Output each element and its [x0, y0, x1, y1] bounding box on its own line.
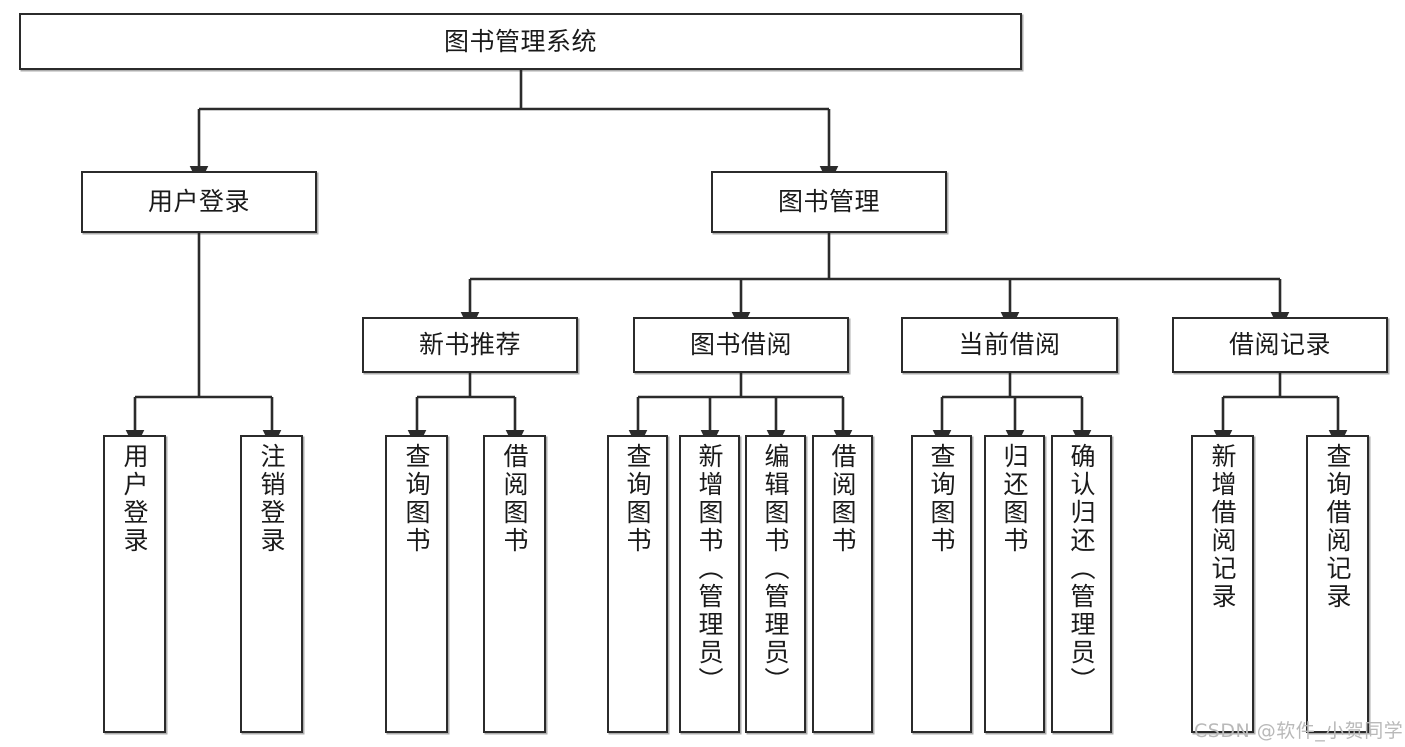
- leaf-add-book[interactable]: 新增图书（管理员）: [679, 435, 740, 733]
- leaf-add-borrow-rec[interactable]: 新增借阅记录: [1191, 435, 1254, 733]
- leaf-query-book-rec-label: 查询图书: [402, 443, 431, 555]
- leaf-confirm-return[interactable]: 确认归还（管理员）: [1051, 435, 1112, 733]
- leaf-query-book-rec[interactable]: 查询图书: [385, 435, 448, 733]
- node-book-borrow[interactable]: 图书借阅: [633, 317, 849, 373]
- leaf-query-book-cur[interactable]: 查询图书: [911, 435, 972, 733]
- leaf-user-login-label: 用户登录: [120, 443, 149, 555]
- leaf-user-logout-label: 注销登录: [257, 443, 286, 555]
- leaf-query-book-cur-label: 查询图书: [927, 443, 956, 555]
- leaf-borrow-book-rec-label: 借阅图书: [500, 443, 529, 555]
- node-book-manage-label: 图书管理: [777, 187, 880, 217]
- leaf-query-borrow-rec-label: 查询借阅记录: [1323, 443, 1352, 611]
- leaf-borrow-book-rec[interactable]: 借阅图书: [483, 435, 546, 733]
- node-book-borrow-label: 图书借阅: [689, 330, 792, 360]
- leaf-user-login[interactable]: 用户登录: [103, 435, 166, 733]
- node-user-login[interactable]: 用户登录: [81, 171, 317, 233]
- leaf-borrow-book-label: 借阅图书: [828, 443, 857, 555]
- leaf-edit-book[interactable]: 编辑图书（管理员）: [745, 435, 806, 733]
- node-current-borrow[interactable]: 当前借阅: [901, 317, 1118, 373]
- leaf-user-logout[interactable]: 注销登录: [240, 435, 303, 733]
- leaf-borrow-book[interactable]: 借阅图书: [812, 435, 873, 733]
- leaf-query-book-borrow[interactable]: 查询图书: [607, 435, 668, 733]
- node-borrow-record[interactable]: 借阅记录: [1172, 317, 1388, 373]
- leaf-return-book[interactable]: 归还图书: [984, 435, 1045, 733]
- leaf-confirm-return-label: 确认归还（管理员）: [1067, 443, 1096, 695]
- leaf-add-borrow-rec-label: 新增借阅记录: [1208, 443, 1237, 611]
- csdn-watermark: CSDN @软件_小贺同学: [1194, 720, 1404, 742]
- leaf-return-book-label: 归还图书: [1000, 443, 1029, 555]
- node-root[interactable]: 图书管理系统: [19, 13, 1022, 70]
- node-borrow-record-label: 借阅记录: [1228, 330, 1331, 360]
- leaf-query-book-borrow-label: 查询图书: [623, 443, 652, 555]
- node-new-book-rec-label: 新书推荐: [418, 330, 521, 360]
- node-user-login-label: 用户登录: [147, 187, 250, 217]
- leaf-edit-book-label: 编辑图书（管理员）: [761, 443, 790, 695]
- node-new-book-rec[interactable]: 新书推荐: [362, 317, 578, 373]
- node-book-manage[interactable]: 图书管理: [711, 171, 947, 233]
- node-current-borrow-label: 当前借阅: [958, 330, 1061, 360]
- node-root-label: 图书管理系统: [443, 26, 597, 56]
- leaf-query-borrow-rec[interactable]: 查询借阅记录: [1306, 435, 1369, 733]
- leaf-add-book-label: 新增图书（管理员）: [695, 443, 724, 695]
